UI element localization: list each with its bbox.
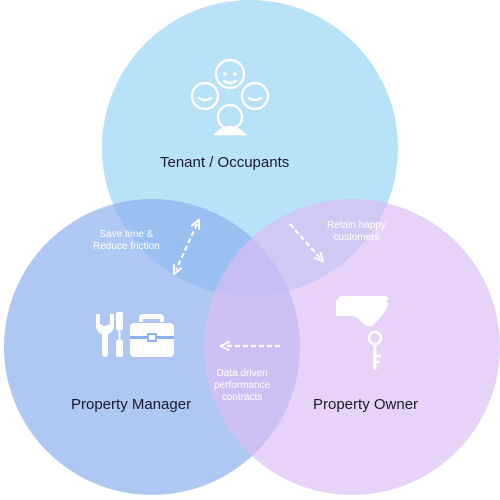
tenant-owner-line-2: customers [333,232,380,243]
manager-label: Property Manager [71,396,192,413]
tenant-owner-line-1: Retain happy [327,220,386,231]
owner-circle [204,199,500,495]
tenant-manager-line-2: Reduce friction [93,241,160,252]
owner-manager-line-2: performance [214,380,271,391]
tenant-manager-label: Save time & Reduce friction [93,229,160,253]
arrow-tenant-manager [176,224,197,270]
owner-label: Property Owner [313,396,419,413]
tenant-label: Tenant / Occupants [160,154,290,171]
people-cluster-icon [190,58,270,136]
tenant-manager-line-1: Save time & [99,229,154,240]
tenant-owner-label: Retain happy customers [327,220,386,244]
tools-toolbox-icon [96,312,174,357]
owner-manager-line-3: contracts [221,392,263,403]
owner-manager-line-1: Data driven [216,368,268,379]
hand-with-key-icon [336,296,388,370]
owner-manager-label: Data driven performance contracts [214,368,270,404]
